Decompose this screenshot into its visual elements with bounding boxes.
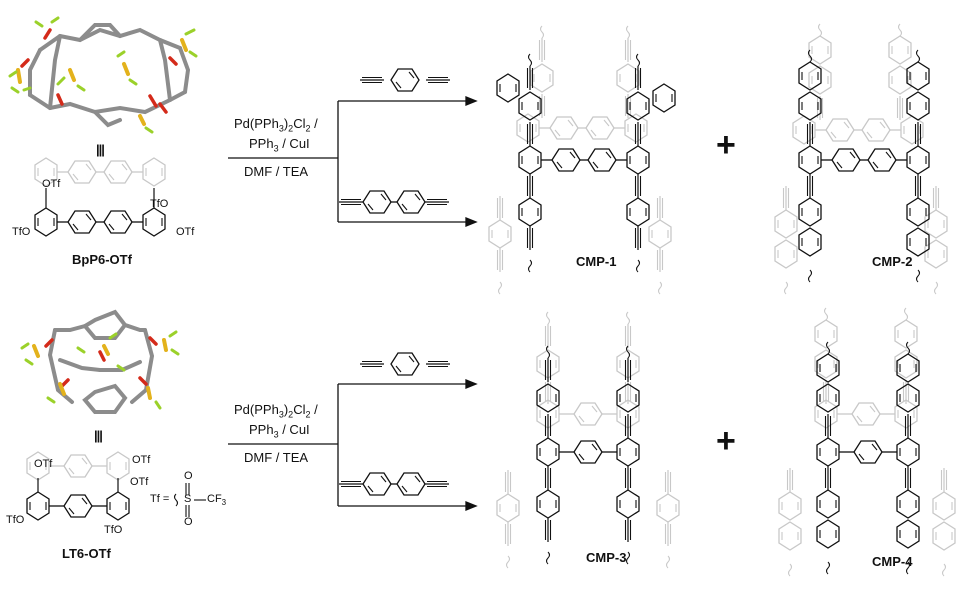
product-label-cmp-2: CMP-2: [872, 254, 913, 269]
otf-label-2: OTf: [176, 226, 195, 238]
linker-diethynylbenzene-1: [359, 68, 451, 92]
triflyl-structure: [173, 483, 206, 517]
bpp6-crystal-structure: [8, 16, 198, 134]
product-label-cmp-3: CMP-3: [586, 550, 627, 565]
equivalence-symbol-2: |||: [94, 428, 103, 443]
reaction-arrow-2a: [337, 379, 478, 506]
plus-sign-1: +: [716, 126, 736, 164]
conditions-ligand-2: PPh3 / CuI: [249, 422, 310, 440]
lt6-structure-2d-front: [27, 478, 129, 520]
lt6-crystal-structure: [20, 309, 180, 414]
tfo-label-2: TfO: [150, 198, 169, 210]
conditions-catalyst-1: Pd(PPh3)2Cl2 /: [234, 116, 318, 134]
cmp-2-structure: [775, 24, 947, 294]
conditions-solvent-1: DMF / TEA: [244, 164, 309, 179]
conditions-ligand-1: PPh3 / CuI: [249, 136, 310, 154]
product-label-cmp-4: CMP-4: [872, 554, 913, 569]
bpp6-otf-label: BpP6-OTf: [72, 252, 132, 267]
tf-definition-cf3: CF3: [207, 493, 227, 508]
bpp6-structure-2d-front: [35, 188, 165, 236]
plus-sign-2: +: [716, 422, 736, 460]
linker-diethynylbenzene-2: [359, 352, 451, 376]
otf-label-4: OTf: [132, 454, 151, 466]
conditions-catalyst-2: Pd(PPh3)2Cl2 /: [234, 402, 318, 420]
lt6-otf-label: LT6-OTf: [62, 546, 111, 561]
linker-diethynylbiphenyl-2: [338, 472, 450, 496]
cmp-4-structure: [779, 308, 955, 576]
tfo-label-1: TfO: [12, 226, 31, 238]
cmp-3-structure: [497, 312, 679, 568]
reaction-arrow-2b: [338, 501, 478, 511]
otf-label-1: OTf: [42, 178, 61, 190]
product-label-cmp-1: CMP-1: [576, 254, 617, 269]
tfo-label-4: TfO: [104, 524, 123, 536]
otf-label-5: OTf: [130, 476, 149, 488]
tf-definition-prefix: Tf =: [150, 493, 170, 505]
tf-definition-o-bottom: O: [184, 516, 193, 528]
linker-diethynylbiphenyl-1: [338, 190, 450, 214]
tf-definition-s: S: [184, 493, 192, 505]
conditions-solvent-2: DMF / TEA: [244, 450, 309, 465]
otf-label-3: OTf: [34, 458, 53, 470]
reaction-arrow-1a: [337, 96, 478, 222]
reaction-arrow-1b: [338, 217, 478, 227]
equivalence-symbol-1: |||: [96, 142, 105, 157]
tfo-label-3: TfO: [6, 514, 25, 526]
tf-definition-o-top: O: [184, 470, 193, 482]
